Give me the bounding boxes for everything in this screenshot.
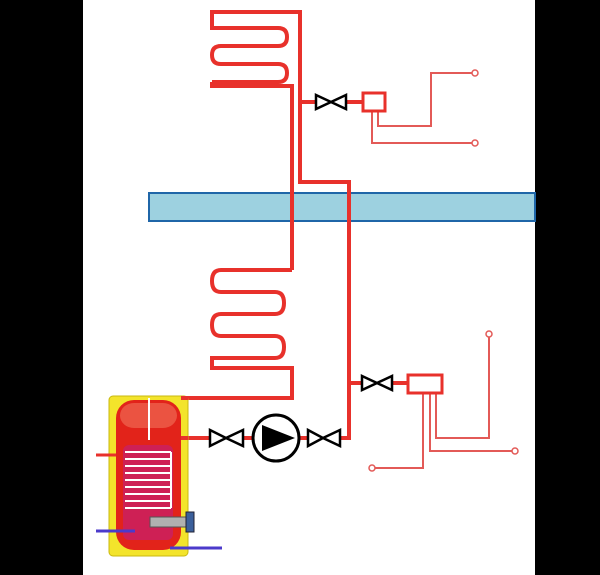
pump-valve-right-icon — [306, 427, 342, 449]
upper-wire-terminal-2 — [471, 139, 479, 147]
lower-radiator-coil — [186, 268, 294, 400]
tank-coil-background — [123, 445, 173, 540]
hot-water-tank-icon — [96, 395, 222, 557]
tank-heater-cap — [185, 511, 195, 533]
lower-wire-terminal-3 — [368, 464, 376, 472]
tank-heater-element — [149, 516, 189, 528]
lower-wire-terminal-2 — [511, 447, 519, 455]
upper-thermostat-icon — [361, 91, 387, 113]
lower-thermostat-icon — [406, 373, 444, 395]
tank-heating-coil — [125, 451, 172, 509]
upper-radiator-coil — [209, 10, 300, 84]
lower-wire-terminal-1 — [485, 330, 493, 338]
floor-slab — [148, 192, 536, 222]
right-border — [535, 0, 600, 575]
upper-wire-terminal-1 — [471, 69, 479, 77]
upper-return-riser — [210, 82, 294, 270]
left-border — [0, 0, 83, 575]
pump-valve-left-icon — [208, 427, 245, 449]
pipe-network — [186, 10, 408, 440]
upper-thermostat-wires — [371, 72, 472, 144]
lower-thermostat-wires — [374, 336, 512, 469]
lower-valve-icon — [360, 374, 394, 392]
upper-supply-riser — [298, 10, 351, 440]
circulation-pump-icon — [251, 413, 301, 463]
upper-valve-icon — [314, 93, 348, 111]
